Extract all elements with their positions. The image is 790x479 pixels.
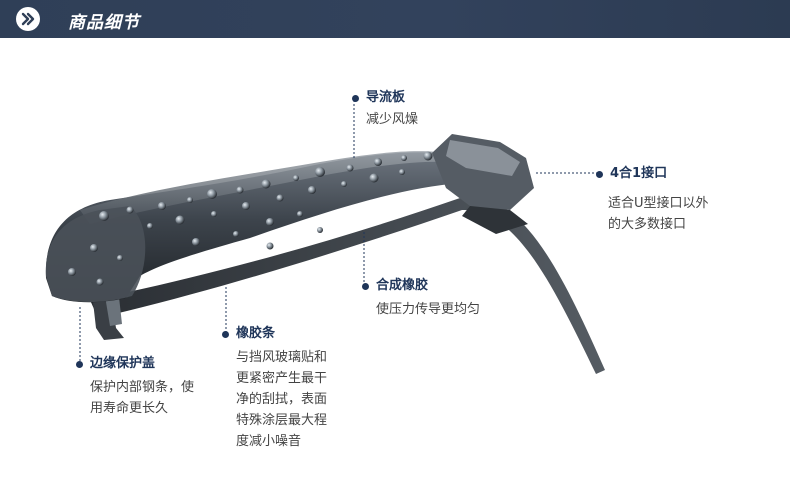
callout-spoiler: 导流板 减少风燥	[352, 89, 418, 130]
callout-rubber-strip-title: 橡胶条	[236, 326, 276, 341]
callout-rubber-strip-desc: 与挡风玻璃贴和 更紧密产生最干 净的刮拭，表面 特殊涂层最大程 度减小噪音	[236, 350, 328, 449]
section-title: 商品细节	[68, 13, 140, 33]
bullet-dot	[362, 283, 369, 290]
bullet-dot	[76, 361, 83, 368]
callout-rubber-compound-title: 合成橡胶	[376, 278, 429, 293]
product-detail-image	[0, 38, 790, 479]
callout-rubber-compound: 合成橡胶 使压力传导更均匀	[362, 277, 480, 320]
callout-edge-cap: 边缘保护盖 保护内部钢条，使 用寿命更长久	[76, 355, 194, 419]
bullet-dot	[222, 331, 229, 338]
callout-leader-lines	[79, 100, 598, 365]
callout-connector-title: 4合1接口	[610, 166, 668, 181]
callout-connector: 4合1接口 适合U型接口以外 的大多数接口	[596, 165, 709, 235]
bullet-dot	[352, 95, 359, 102]
callout-edge-cap-title: 边缘保护盖	[90, 356, 156, 371]
bullet-dot	[596, 171, 603, 178]
callout-connector-desc: 适合U型接口以外 的大多数接口	[608, 196, 709, 232]
section-header: 商品细节	[0, 0, 790, 38]
callout-spoiler-desc: 减少风燥	[366, 112, 419, 127]
callout-spoiler-title: 导流板	[366, 90, 406, 105]
callout-edge-cap-desc: 保护内部钢条，使 用寿命更长久	[90, 380, 195, 416]
chevron-right-icon	[16, 7, 40, 31]
wiper-blade-illustration	[45, 134, 605, 374]
callout-rubber-compound-desc: 使压力传导更均匀	[376, 302, 481, 317]
callout-rubber-strip: 橡胶条 与挡风玻璃贴和 更紧密产生最干 净的刮拭，表面 特殊涂层最大程 度减小噪…	[222, 325, 327, 452]
